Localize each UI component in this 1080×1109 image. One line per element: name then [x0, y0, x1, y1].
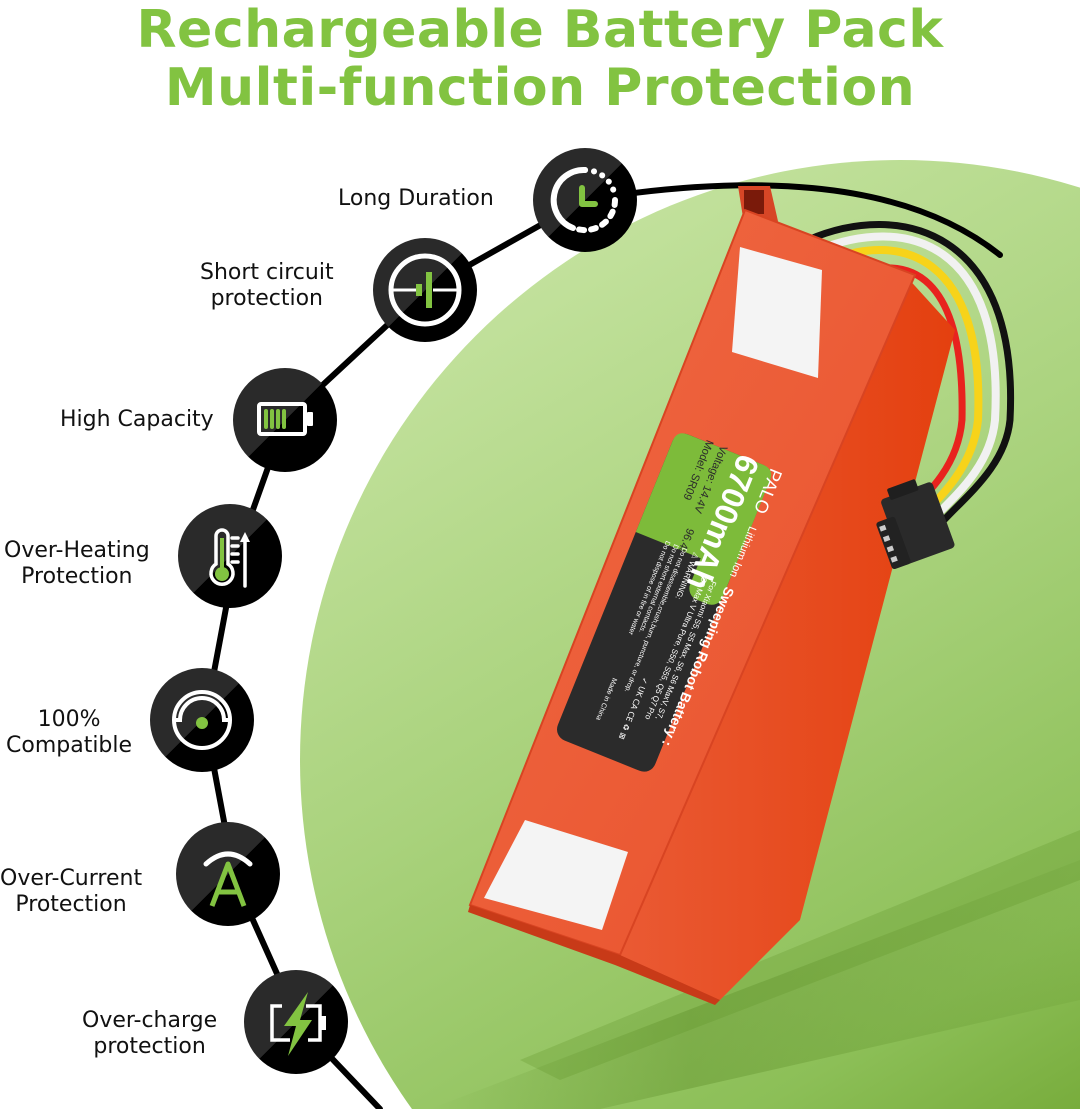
battery-connector — [876, 479, 955, 570]
clock-icon — [550, 166, 619, 234]
battery-full-icon — [257, 402, 313, 436]
feature-label-line2: protection — [210, 286, 323, 311]
feature-label-line2: Protection — [15, 892, 127, 917]
battery-label — [557, 433, 772, 772]
feature-label-over-charge: Over-charge protection — [82, 1008, 217, 1060]
thermometer-icon — [209, 528, 250, 588]
feature-label-line1: High Capacity — [60, 407, 214, 432]
feature-disc-over-charge — [244, 970, 348, 1074]
robot-vacuum-icon — [172, 690, 232, 750]
feature-disc-high-capacity — [233, 368, 337, 472]
feature-label-high-capacity: High Capacity — [60, 407, 214, 433]
feature-disc-short-circuit — [373, 238, 477, 342]
feature-label-line1: Short circuit — [200, 260, 334, 285]
feature-label-short-circuit: Short circuit protection — [200, 260, 334, 312]
charging-battery-icon — [270, 992, 326, 1056]
feature-label-line2: Protection — [21, 564, 133, 589]
feature-disc-over-current — [176, 822, 280, 926]
feature-label-line1: Over-charge — [82, 1008, 218, 1033]
feature-disc-over-heating — [178, 504, 282, 608]
ampere-icon — [203, 851, 253, 907]
feature-label-compatible: 100% Compatible — [6, 707, 132, 759]
feature-label-line1: Over-Current — [0, 866, 143, 891]
feature-label-over-heating: Over-Heating Protection — [4, 538, 150, 590]
short-circuit-icon — [388, 253, 462, 327]
feature-label-line2: Compatible — [6, 733, 133, 758]
bottom-pull-tab — [484, 820, 628, 930]
feature-label-over-current: Over-Current Protection — [0, 866, 142, 918]
feature-disc-long-duration — [533, 148, 637, 252]
battery-side-face — [615, 275, 955, 1000]
page-title-line1: Rechargeable Battery Pack — [136, 0, 944, 60]
top-pull-tab — [732, 247, 822, 378]
feature-label-line1: 100% — [37, 707, 101, 732]
feature-disc-compatible — [150, 668, 254, 772]
feature-label-line1: Over-Heating — [4, 538, 150, 563]
page-title-line2: Multi-function Protection — [164, 58, 916, 118]
feature-label-line1: Long Duration — [338, 186, 494, 211]
feature-label-line2: protection — [93, 1034, 206, 1059]
feature-label-long-duration: Long Duration — [338, 186, 494, 212]
